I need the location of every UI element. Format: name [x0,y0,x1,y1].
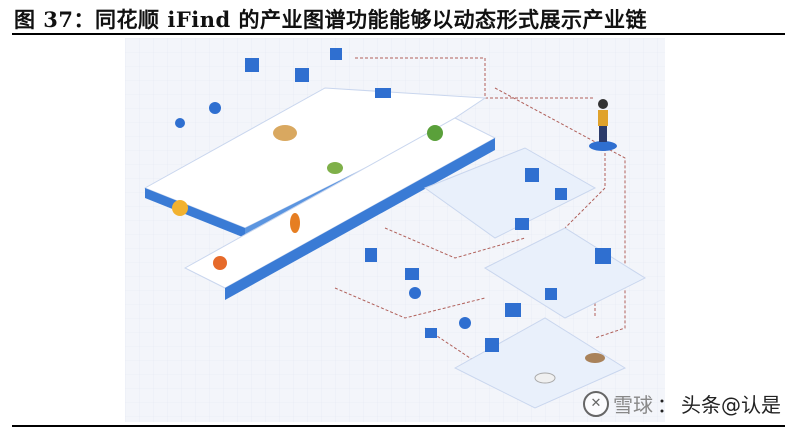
figure-title: 图 37：同花顺 iFind 的产业图谱功能能够以动态形式展示产业链 [14,7,647,32]
watermark: ✕ 雪球 ： 头条@认是 [583,389,781,418]
processing-platform [423,147,647,409]
watermark-brand: 雪球 [613,393,653,417]
xueqiu-logo-icon: ✕ [583,390,609,417]
top-divider [12,33,785,35]
bottom-divider [12,425,785,427]
middle-platform [183,117,497,300]
industry-chain-graphic [125,38,665,422]
industry-chain-illustration [125,38,665,422]
produce-icons [172,125,605,384]
watermark-account: 头条@认是 [681,393,781,417]
node-icons [175,48,611,352]
consumer-person-icon [589,99,617,151]
watermark-separator: ： [657,393,677,417]
